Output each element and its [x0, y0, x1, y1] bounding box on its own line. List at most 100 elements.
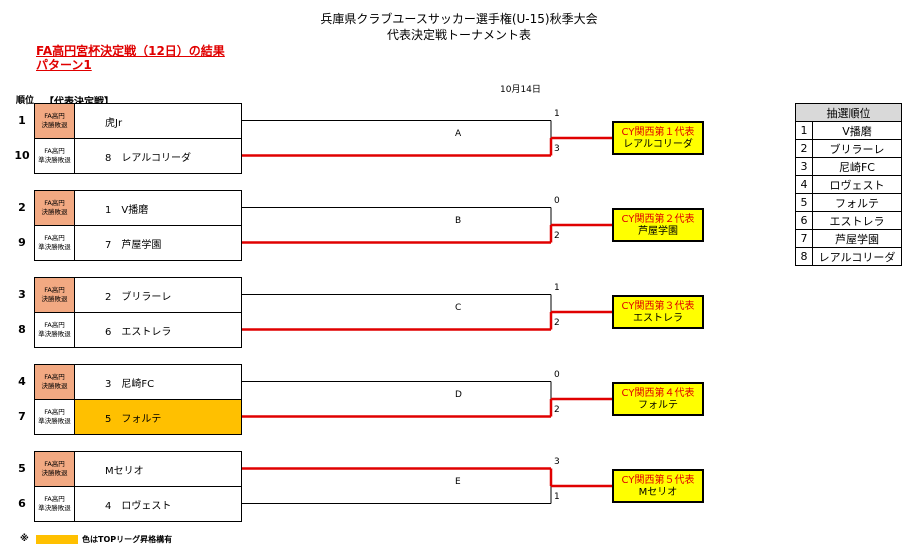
fa-status-badge: FA高円 準決勝敗退	[35, 313, 75, 347]
team-name: 8 レアルコリーダ	[105, 152, 192, 164]
draw-order-team: 尼崎FC	[812, 157, 902, 176]
qualifier-team: レアルコリーダ	[623, 139, 693, 150]
draw-order-header: 抽選順位	[795, 103, 902, 122]
team-name: 3 尼崎FC	[105, 378, 155, 390]
pattern-label: パターン1	[36, 58, 92, 72]
match-score: 2	[554, 404, 560, 415]
match-score: 1	[554, 491, 560, 502]
fa-status-badge: FA高円 準決勝敗退	[35, 139, 75, 173]
qualifier-team: 芦屋学園	[638, 226, 678, 237]
page-subtitle: 代表決定戦トーナメント表	[386, 28, 531, 42]
rank-number: 2	[18, 201, 26, 214]
qualifier-team: Mセリオ	[638, 487, 678, 498]
match-score: 2	[554, 317, 560, 328]
rank-number: 9	[18, 236, 26, 249]
draw-order-number: 7	[795, 229, 813, 248]
draw-order-number: 3	[795, 157, 813, 176]
result-note-title: FA高円宮杯決定戦（12日）の結果	[36, 44, 225, 58]
team-name: 2 ブリラーレ	[105, 291, 172, 303]
draw-order-number: 4	[795, 175, 813, 194]
rank-number: 10	[14, 149, 30, 162]
section-label: 【代表決定戦】	[44, 93, 114, 108]
draw-order-number: 8	[795, 247, 813, 266]
match-label: E	[455, 476, 461, 487]
qualifier-team: エストレラ	[633, 313, 683, 324]
match-score: 3	[554, 143, 560, 154]
team-name: 4 ロヴェスト	[105, 500, 172, 512]
draw-order-number: 1	[795, 121, 813, 140]
rank-column-label: 順位	[16, 96, 35, 106]
legend-swatch	[36, 535, 78, 544]
team-entry: FA高円 準決勝敗退 7 芦屋学園	[34, 225, 242, 261]
qualifier-title: CY関西第２代表	[621, 214, 695, 225]
rank-number: 3	[18, 288, 26, 301]
qualifier-result-box: CY関西第１代表レアルコリーダ	[612, 121, 704, 155]
match-label: D	[455, 389, 462, 400]
draw-order-number: 5	[795, 193, 813, 212]
rank-number: 1	[18, 114, 26, 127]
fa-status-badge: FA高円 準決勝敗退	[35, 487, 75, 521]
fa-status-badge: FA高円 決勝敗退	[35, 191, 75, 225]
team-name: 6 エストレラ	[105, 326, 172, 338]
draw-order-number: 6	[795, 211, 813, 230]
match-date: 10月14日	[500, 85, 541, 95]
team-name: 5 フォルテ	[105, 413, 162, 425]
qualifier-result-box: CY関西第２代表芦屋学園	[612, 208, 704, 242]
qualifier-title: CY関西第３代表	[621, 301, 695, 312]
qualifier-team: フォルテ	[638, 400, 678, 411]
match-score: 2	[554, 230, 560, 241]
team-entry: FA高円 準決勝敗退 8 レアルコリーダ	[34, 138, 242, 174]
match-score: 3	[554, 456, 560, 467]
match-score: 0	[554, 369, 560, 380]
draw-order-team: レアルコリーダ	[812, 247, 902, 266]
draw-order-team: ブリラーレ	[812, 139, 902, 158]
rank-number: 5	[18, 462, 26, 475]
rank-number: 8	[18, 323, 26, 336]
page-title: 兵庫県クラブユースサッカー選手権(U-15)秋季大会	[320, 12, 598, 26]
draw-order-team: V播磨	[812, 121, 902, 140]
team-name: 虎Jr	[105, 117, 123, 129]
match-score: 1	[554, 282, 560, 293]
team-entry: FA高円 準決勝敗退 6 エストレラ	[34, 312, 242, 348]
draw-order-team: フォルテ	[812, 193, 902, 212]
draw-order-team: 芦屋学園	[812, 229, 902, 248]
qualifier-title: CY関西第５代表	[621, 475, 695, 486]
rank-number: 7	[18, 410, 26, 423]
qualifier-title: CY関西第１代表	[621, 127, 695, 138]
fa-status-badge: FA高円 準決勝敗退	[35, 226, 75, 260]
legend-mark: ※	[20, 534, 29, 544]
qualifier-result-box: CY関西第３代表エストレラ	[612, 295, 704, 329]
qualifier-title: CY関西第４代表	[621, 388, 695, 399]
fa-status-badge: FA高円 決勝敗退	[35, 452, 75, 486]
qualifier-result-box: CY関西第４代表フォルテ	[612, 382, 704, 416]
team-name: Mセリオ	[105, 465, 144, 477]
rank-number: 6	[18, 497, 26, 510]
team-entry: FA高円 決勝敗退 Mセリオ	[34, 451, 242, 487]
rank-number: 4	[18, 375, 26, 388]
draw-order-number: 2	[795, 139, 813, 158]
match-score: 0	[554, 195, 560, 206]
match-label: C	[455, 302, 462, 313]
match-label: A	[455, 128, 462, 139]
legend-text: 色はTOPリーグ昇格構有	[82, 535, 173, 544]
match-score: 1	[554, 108, 560, 119]
draw-order-team: ロヴェスト	[812, 175, 902, 194]
team-name: 7 芦屋学園	[105, 239, 162, 251]
team-entry: FA高円 決勝敗退虎Jr	[34, 103, 242, 139]
draw-order-team: エストレラ	[812, 211, 902, 230]
match-label: B	[455, 215, 462, 226]
